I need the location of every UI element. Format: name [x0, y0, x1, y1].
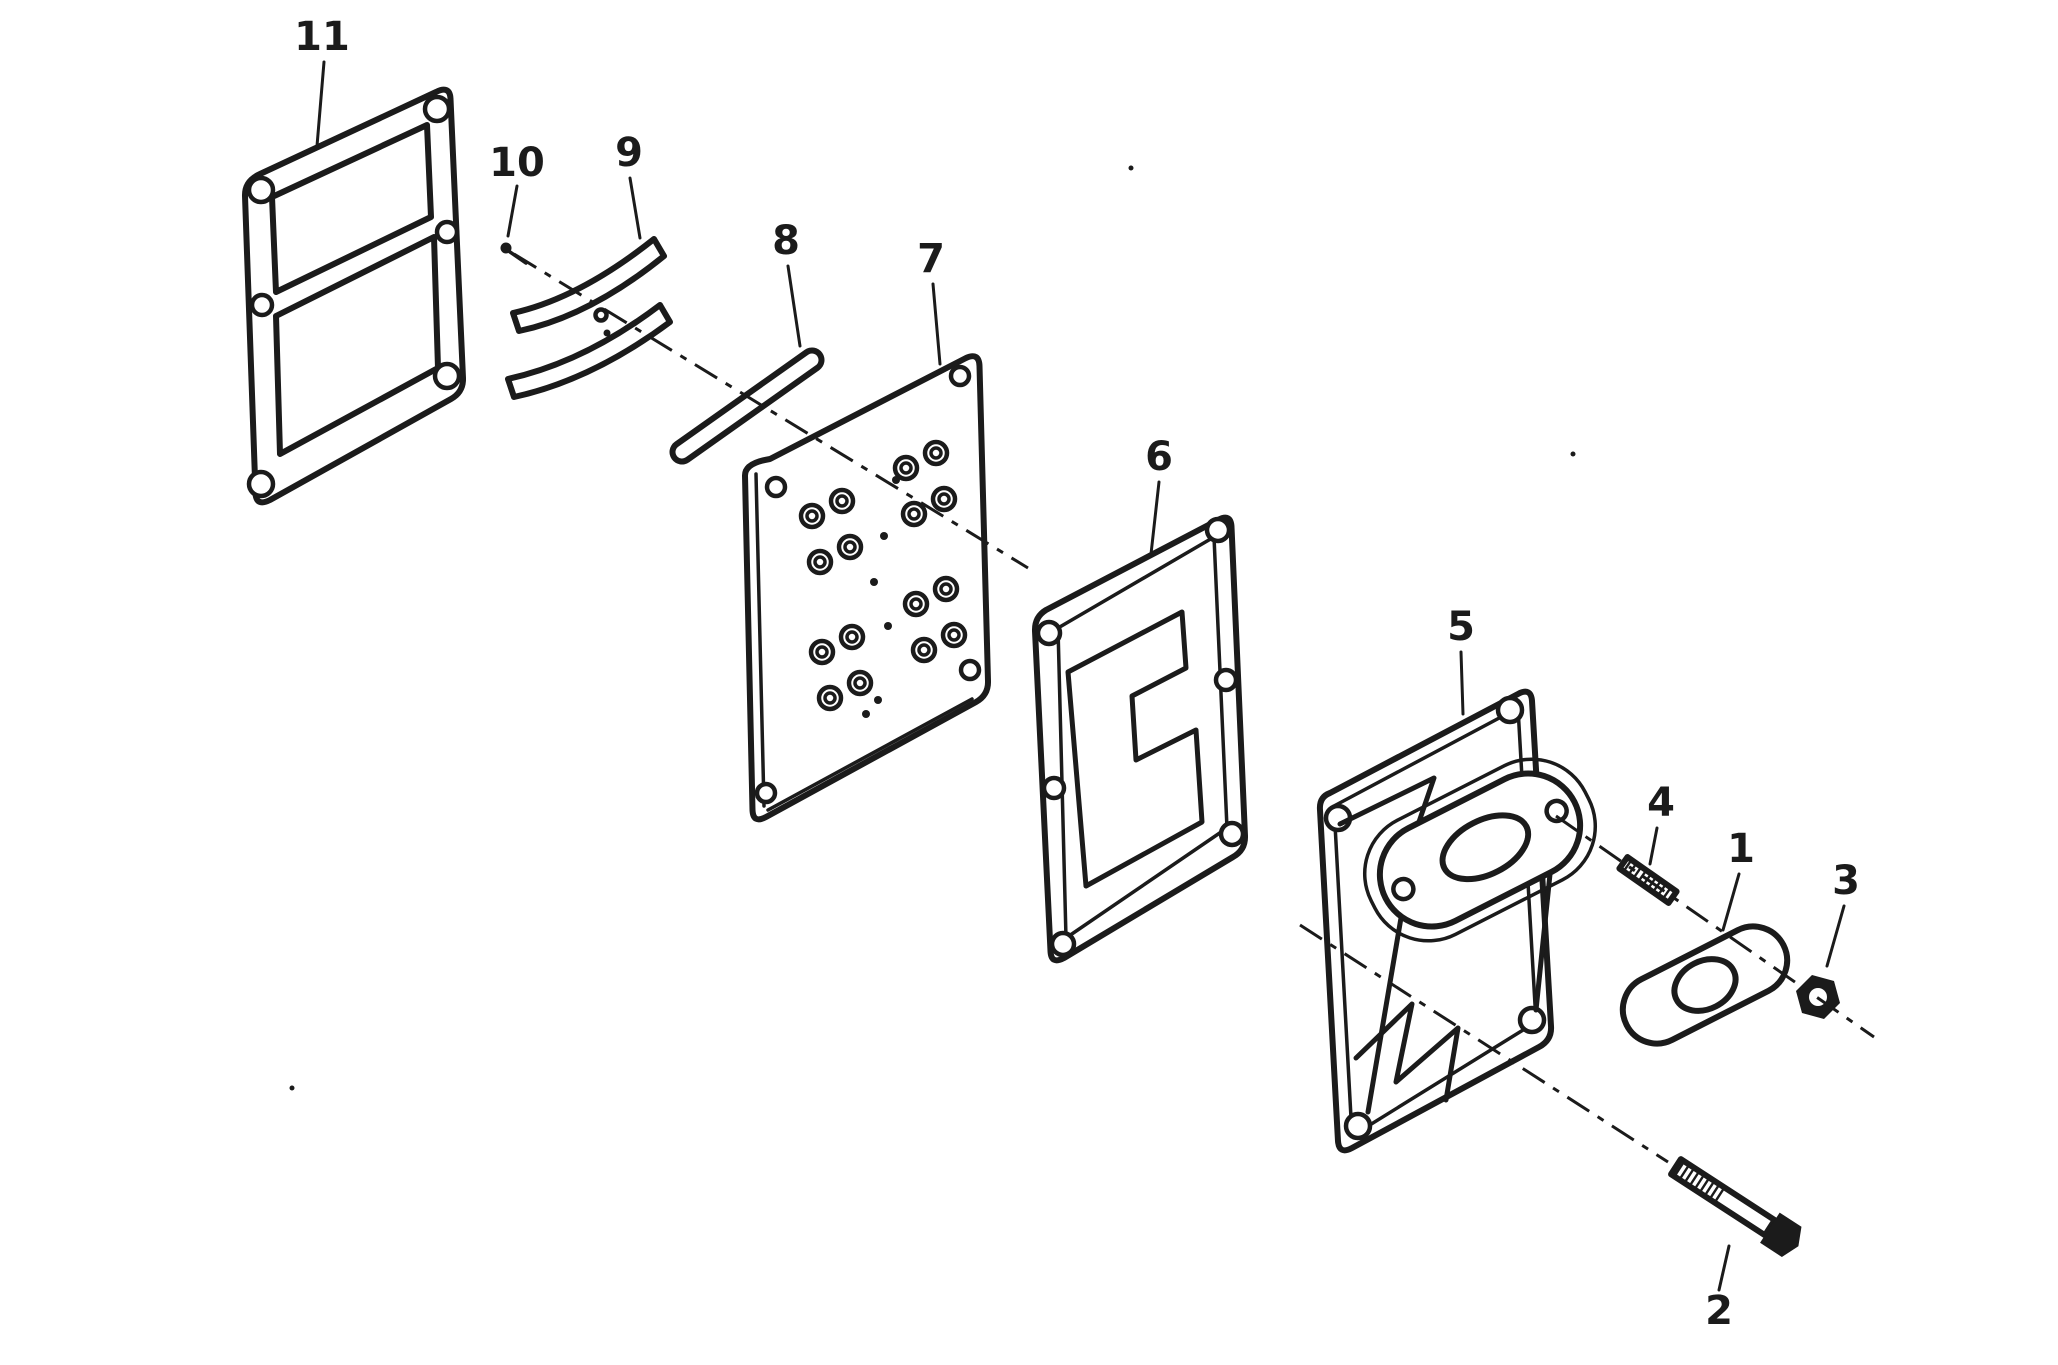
part-6-cutout	[1065, 609, 1205, 889]
part-7-thickness-bottom	[766, 697, 974, 812]
part-7-valve-plate	[742, 353, 992, 823]
callout-9-label: 9	[615, 130, 643, 176]
callouts: 11 10 9 8 7 6 5 4	[294, 14, 1860, 1334]
callout-11-label: 11	[294, 14, 350, 60]
part-10-screw-head	[500, 242, 512, 254]
callout-3-label: 3	[1832, 858, 1860, 904]
part-5-manifold-body	[1316, 688, 1598, 1154]
part-9-strip-lower	[505, 302, 673, 400]
callout-2: 2	[1705, 1244, 1733, 1334]
callout-2-label: 2	[1705, 1288, 1733, 1334]
part-9-hole	[593, 307, 609, 323]
callout-10: 10	[489, 140, 545, 238]
callout-1: 1	[1721, 826, 1755, 932]
assembly-axis-lines	[513, 252, 1875, 1164]
callout-8-label: 8	[772, 218, 800, 264]
callout-8: 8	[772, 218, 802, 348]
part-5-ear-hole-left	[1391, 876, 1416, 902]
part-9-strip-upper	[510, 236, 667, 334]
callout-10-label: 10	[489, 140, 545, 186]
part-8-inner	[675, 353, 819, 459]
callout-9: 9	[615, 130, 643, 240]
part-11-cover-plate	[242, 86, 467, 506]
callout-1-label: 1	[1727, 826, 1755, 872]
callout-11: 11	[294, 14, 350, 148]
part-5-flange	[1362, 757, 1598, 943]
scan-specks	[289, 165, 1576, 1091]
part-8-reed-petal	[669, 347, 825, 465]
part-11-window-upper	[269, 122, 434, 295]
callout-3: 3	[1825, 858, 1860, 968]
part-9-reed-stops	[505, 236, 673, 400]
part-6-bolt-holes	[1035, 516, 1246, 958]
callout-5-label: 5	[1447, 604, 1475, 650]
axis-stud-nut	[1555, 814, 1875, 1039]
callout-6: 6	[1145, 434, 1173, 556]
part-11-outline	[242, 86, 467, 506]
part-5-boss-outline	[1362, 757, 1598, 943]
callout-5: 5	[1447, 604, 1475, 716]
axis-mount-bolt	[1299, 923, 1669, 1164]
part-7-rivet-dots	[862, 476, 900, 718]
part-7-thickness-left	[754, 472, 766, 808]
axis-front-stack	[513, 252, 1029, 570]
callout-4: 4	[1647, 780, 1675, 866]
part-1-port-hole	[1671, 956, 1739, 1014]
part-9-dot	[603, 329, 611, 337]
part-5-plate-holes	[1323, 695, 1547, 1141]
callout-7: 7	[917, 236, 945, 366]
part-7-outline	[742, 353, 992, 823]
callout-6-label: 6	[1145, 434, 1173, 480]
part-1-flange-gasket	[1619, 923, 1791, 1047]
part-6-gasket	[1031, 514, 1249, 964]
part-5-port	[1439, 812, 1532, 883]
callout-4-label: 4	[1647, 780, 1675, 826]
part-7-corner-holes	[754, 364, 982, 805]
part-11-bolt-holes	[246, 94, 462, 499]
part-2-bolt	[1668, 1156, 1802, 1257]
callout-7-label: 7	[917, 236, 945, 282]
part-2-bolt-head	[1760, 1212, 1802, 1257]
part-2-threads	[1673, 1160, 1726, 1204]
